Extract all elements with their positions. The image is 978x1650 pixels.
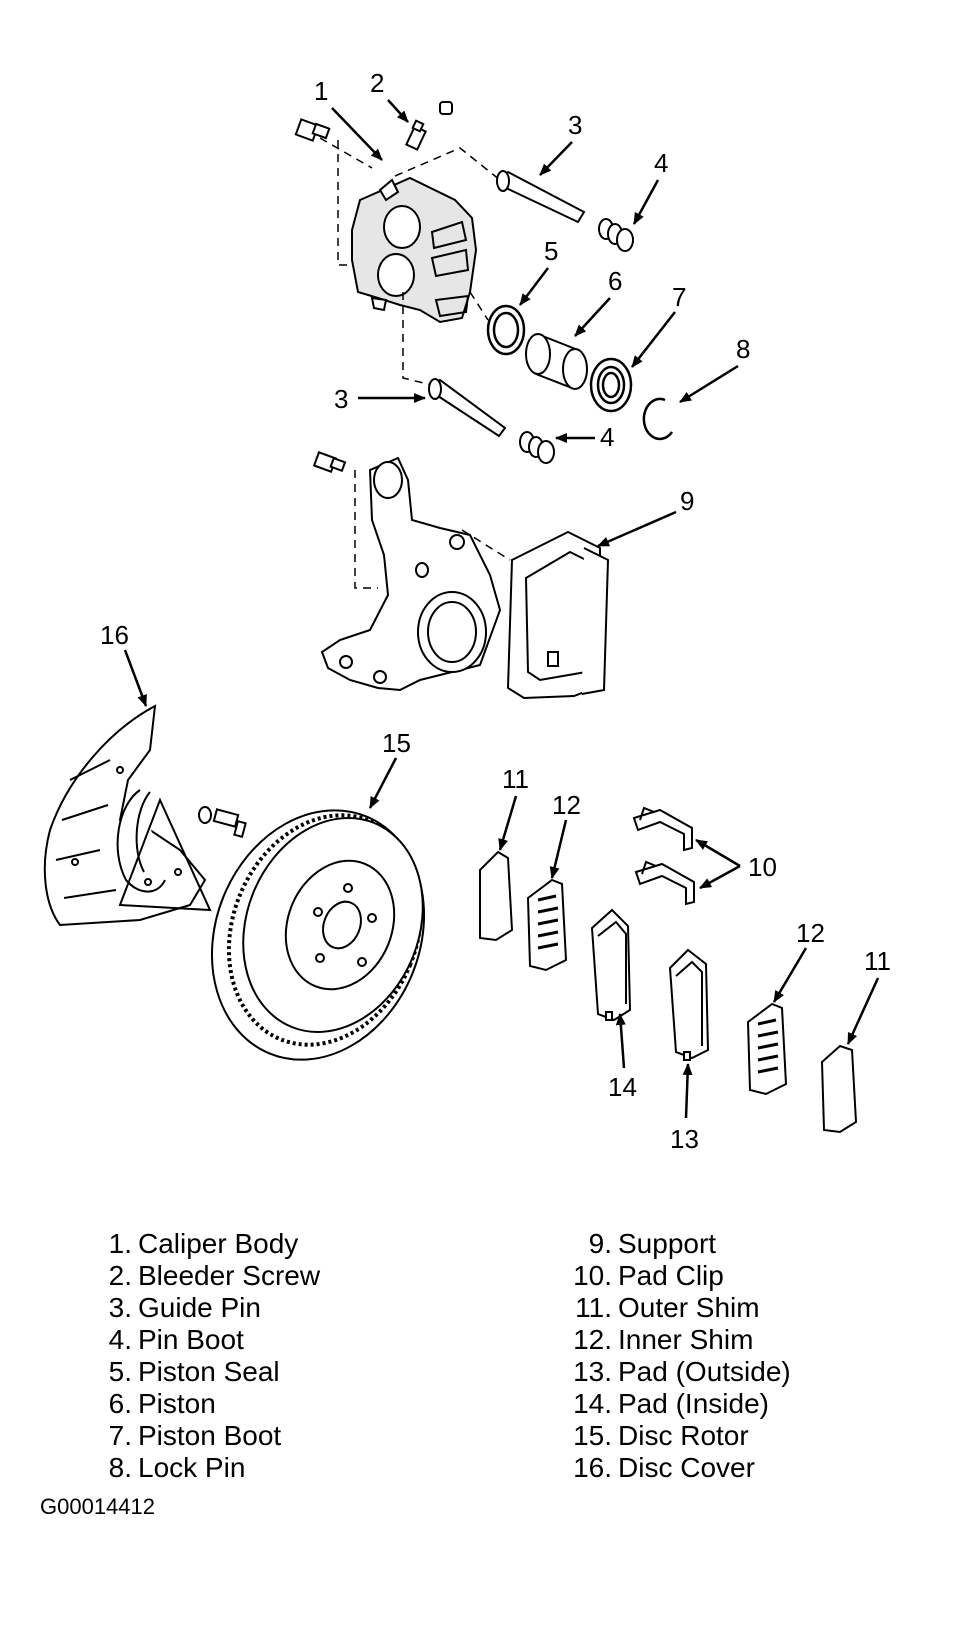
caliper-body — [351, 176, 478, 324]
figure-id: G00014412 — [40, 1494, 155, 1519]
brake-support — [506, 530, 610, 700]
mounting-bolt-caliper — [294, 118, 331, 142]
callout-2: 2 — [370, 68, 384, 98]
callout-11-left: 11 — [502, 764, 529, 794]
callout-3-lower: 3 — [334, 384, 348, 414]
bleeder-screw — [405, 101, 453, 151]
callout-13: 13 — [670, 1124, 699, 1154]
legend-item: 15.Disc Rotor — [573, 1420, 749, 1451]
legend-item: 5.Piston Seal — [108, 1356, 280, 1387]
legend-right: 9.Support 10.Pad Clip 11.Outer Shim 12.I… — [566, 1228, 791, 1484]
lock-pin — [642, 397, 674, 441]
legend-item: 8.Lock Pin — [108, 1452, 246, 1483]
callout-7: 7 — [672, 282, 686, 312]
callout-3: 3 — [568, 110, 582, 140]
callout-9: 9 — [680, 486, 694, 516]
dashed-guides-caliper — [319, 137, 501, 387]
callout-6: 6 — [608, 266, 622, 296]
inner-shim-left — [526, 878, 568, 972]
callout-12-left: 12 — [552, 790, 581, 820]
callout-1: 1 — [314, 76, 328, 106]
pad-inside — [590, 908, 632, 1022]
pin-boot-upper — [598, 218, 634, 252]
legend-item: 12.Inner Shim — [573, 1324, 754, 1355]
callout-8: 8 — [736, 334, 750, 364]
disc-cover — [43, 704, 212, 927]
callout-12-right: 12 — [796, 918, 825, 948]
knuckle-bolt — [312, 451, 347, 473]
piston-boot — [589, 357, 633, 413]
exploded-brake-diagram: 1 2 3 4 5 6 7 8 3 4 9 16 15 11 12 10 12 … — [43, 68, 891, 1154]
legend-item: 10.Pad Clip — [573, 1260, 724, 1291]
steering-knuckle — [320, 456, 502, 692]
callout-15: 15 — [382, 728, 411, 758]
legend-item: 14.Pad (Inside) — [573, 1388, 769, 1419]
legend-item: 2.Bleeder Screw — [108, 1260, 321, 1291]
legend-item: 7.Piston Boot — [108, 1420, 282, 1451]
legend-item: 13.Pad (Outside) — [573, 1356, 791, 1387]
legend-item: 6.Piston — [108, 1388, 216, 1419]
callout-11-right: 11 — [864, 946, 891, 976]
outer-shim-left — [479, 850, 514, 942]
legend-item: 4.Pin Boot — [108, 1324, 244, 1355]
legend-item: 1.Caliper Body — [108, 1228, 299, 1259]
legend-item: 3.Guide Pin — [108, 1292, 261, 1323]
piston — [525, 333, 588, 390]
callout-5: 5 — [544, 236, 558, 266]
pin-boot-lower — [519, 431, 555, 464]
guide-pin-lower — [428, 378, 507, 438]
pad-outside — [668, 948, 710, 1061]
pad-clips — [632, 806, 695, 906]
callout-16: 16 — [100, 620, 129, 650]
legend-item: 16.Disc Cover — [573, 1452, 755, 1483]
callout-numbers: 1 2 3 4 5 6 7 8 3 4 9 16 15 11 12 10 12 … — [100, 68, 891, 1154]
callout-14: 14 — [608, 1072, 637, 1102]
outer-shim-right — [820, 1044, 858, 1134]
legend-item: 11.Outer Shim — [575, 1292, 760, 1323]
leader-arrows — [123, 99, 880, 1119]
guide-pin-upper — [496, 170, 586, 224]
callout-10: 10 — [748, 852, 777, 882]
piston-seal — [486, 304, 526, 356]
inner-shim-right — [746, 1002, 788, 1096]
callout-4-lower: 4 — [600, 422, 614, 452]
callout-4: 4 — [654, 148, 668, 178]
dashed-guides-knuckle — [354, 470, 511, 589]
disc-rotor — [210, 809, 426, 1061]
disc-cover-bolt — [198, 806, 247, 839]
legend-left: 1.Caliper Body 2.Bleeder Screw 3.Guide P… — [100, 1228, 320, 1484]
legend-item: 9.Support — [588, 1228, 717, 1259]
